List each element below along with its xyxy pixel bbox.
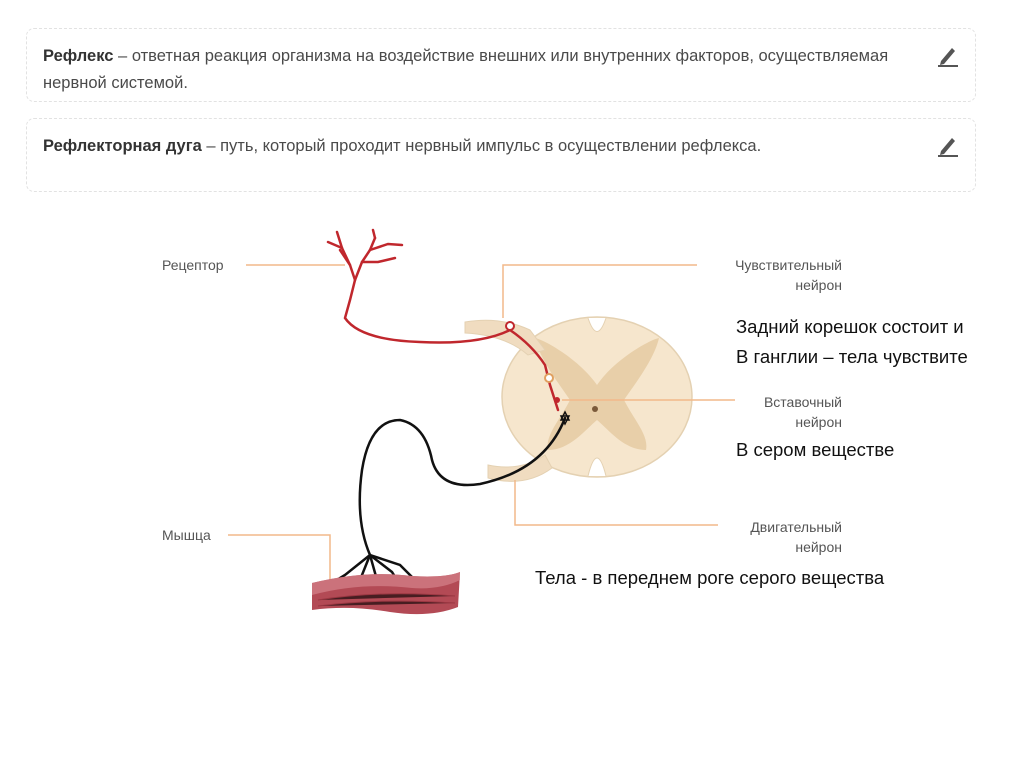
note-ganglion: В ганглии – тела чувствите — [736, 346, 968, 367]
label-sensory-line1: Чувствительный — [735, 257, 842, 273]
label-motor-line2: нейрон — [795, 539, 842, 555]
label-motor-neuron: Двигательный нейрон — [750, 517, 842, 557]
pencil-icon[interactable] — [933, 41, 961, 69]
sensory-ganglion-body — [505, 321, 515, 331]
motor-leader — [514, 480, 718, 526]
label-muscle: Мышца — [162, 527, 211, 543]
interneuron-body — [544, 373, 554, 383]
label-sensory-neuron: Чувствительный нейрон — [735, 255, 842, 295]
pencil-icon[interactable] — [933, 131, 961, 159]
muscle-leader — [228, 534, 331, 590]
definition-term: Рефлекторная дуга — [43, 137, 202, 155]
definition-text: – путь, который проходит нервный импульс… — [201, 137, 762, 155]
motor-neuron-body — [559, 410, 571, 426]
label-receptor: Рецептор — [162, 257, 224, 273]
note-grey-matter: В сером веществе — [736, 439, 895, 460]
definition-card-reflex: Рефлекс – ответная реакция организма на … — [26, 28, 976, 102]
note-dorsal-root: Задний корешок состоит и — [736, 316, 964, 337]
label-inter-line1: Вставочный — [763, 394, 842, 410]
label-sensory-line2: нейрон — [795, 277, 842, 293]
sensory-neuron — [326, 228, 560, 412]
definition-card-reflex-arc: Рефлекторная дуга – путь, который проход… — [26, 118, 976, 192]
sensory-leader — [502, 264, 697, 318]
note-ventral-horn: Тела - в переднем роге серого вещества — [535, 567, 885, 588]
label-interneuron: Вставочный нейрон — [764, 392, 842, 432]
label-inter-line2: нейрон — [795, 414, 842, 430]
label-motor-line1: Двигательный — [750, 519, 842, 535]
definition-term: Рефлекс — [43, 47, 114, 65]
definition-text: – ответная реакция организма на воздейст… — [43, 47, 889, 92]
